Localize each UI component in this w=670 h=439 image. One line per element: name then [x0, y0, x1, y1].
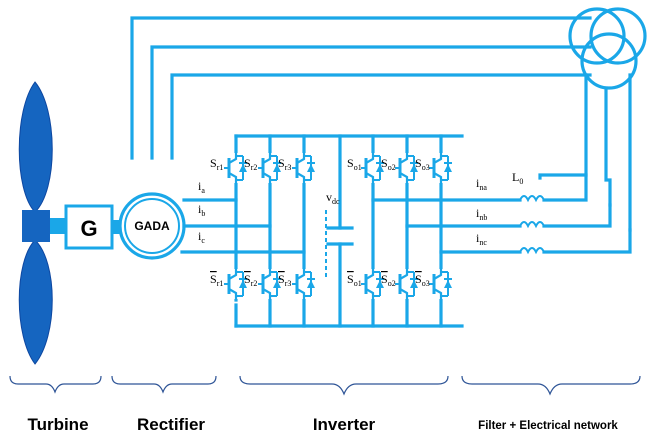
current-ic: ic	[198, 229, 205, 245]
rectifier-switch-top-1: Sr1	[210, 153, 247, 183]
gada-label: GADA	[134, 219, 170, 233]
gearbox-label: G	[80, 216, 97, 241]
current-ia: ia	[198, 179, 205, 195]
current-ib: ib	[198, 202, 205, 218]
turbine-hub	[22, 210, 50, 242]
inverter-switch-top-3-label: So3	[415, 156, 430, 172]
current-inc: inc	[476, 231, 487, 247]
rectifier-switch-top-2: Sr2	[244, 153, 281, 183]
turbine-blade-top	[18, 81, 53, 213]
wind-turbine	[18, 81, 124, 365]
inverter-switch-bottom-2: So2	[381, 269, 418, 299]
rectifier-switch-bottom-3-label: Sr3	[278, 272, 291, 288]
dc-voltage-label: vdc	[326, 190, 340, 206]
inverter-switch-top-1-label: So1	[347, 156, 362, 172]
turbine-blade-bottom	[18, 239, 53, 365]
caption-filter: Filter + Electrical network	[478, 420, 618, 432]
brace-filter	[461, 375, 641, 396]
section-braces	[9, 375, 641, 396]
inverter-switch-bottom-1-label: So1	[347, 272, 362, 288]
grid-feeder-lines	[130, 16, 592, 160]
rectifier-switch-top-2-label: Sr2	[244, 156, 257, 172]
gada-machine: GADA	[118, 192, 186, 260]
inverter-switch-bottom-1: So1	[347, 269, 384, 299]
filter-inductors	[519, 173, 632, 255]
caption-rectifier: Rectifier	[137, 415, 205, 434]
inverter-switch-top-1: So1	[347, 153, 384, 183]
rectifier-switch-bottom-3: Sr3	[278, 269, 315, 299]
brace-turbine	[9, 375, 102, 394]
rectifier-switch-bottom-2: Sr2	[244, 269, 281, 299]
current-inb: inb	[476, 206, 487, 222]
rectifier-switch-bottom-1: Sr1	[210, 269, 247, 299]
caption-inverter: Inverter	[313, 415, 376, 434]
current-ina: ina	[476, 176, 487, 192]
gearbox-box: G	[64, 204, 114, 250]
brace-rectifier	[111, 375, 217, 394]
brace-inverter	[239, 375, 449, 396]
rotor-phase-lines	[180, 198, 306, 254]
inverter-switch-top-2: So2	[381, 153, 418, 183]
inverter-switch-top-3: So3	[415, 153, 452, 183]
caption-turbine: Turbine	[27, 415, 88, 434]
rectifier-switch-top-1-label: Sr1	[210, 156, 223, 172]
inverter-switch-bottom-2-label: So2	[381, 272, 396, 288]
inverter-switch-bottom-3: So3	[415, 269, 452, 299]
inverter-switch-top-2-label: So2	[381, 156, 396, 172]
inductor-label: L0	[512, 170, 523, 186]
inverter-switch-bottom-3-label: So3	[415, 272, 430, 288]
circuit-labels: ia ib ic ina inb inc vdc L0	[198, 170, 523, 247]
rectifier-switch-top-3: Sr3	[278, 153, 315, 183]
rectifier-switch-bottom-1-label: Sr1	[210, 272, 223, 288]
rectifier-switch-bottom-2-label: Sr2	[244, 272, 257, 288]
rectifier-switch-top-3-label: Sr3	[278, 156, 291, 172]
transformer	[538, 7, 647, 232]
turbine-shaft	[50, 218, 66, 234]
